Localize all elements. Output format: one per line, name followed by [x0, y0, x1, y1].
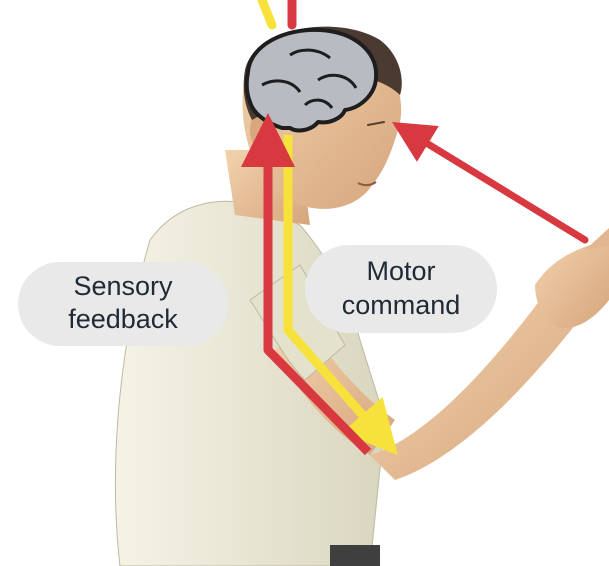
motor-label-line1: Motor — [366, 256, 435, 286]
hand — [535, 238, 609, 328]
motor-label-line2: command — [342, 290, 461, 320]
visual-input-arrow — [410, 133, 585, 240]
sensory-label-line2: feedback — [68, 304, 178, 334]
sensory-label-line1: Sensory — [73, 271, 173, 301]
top-yellow-arrow — [262, 0, 272, 25]
trousers — [330, 545, 380, 566]
sensory-feedback-label: Sensory feedback — [18, 262, 228, 346]
motor-command-label: Motor command — [305, 245, 497, 333]
